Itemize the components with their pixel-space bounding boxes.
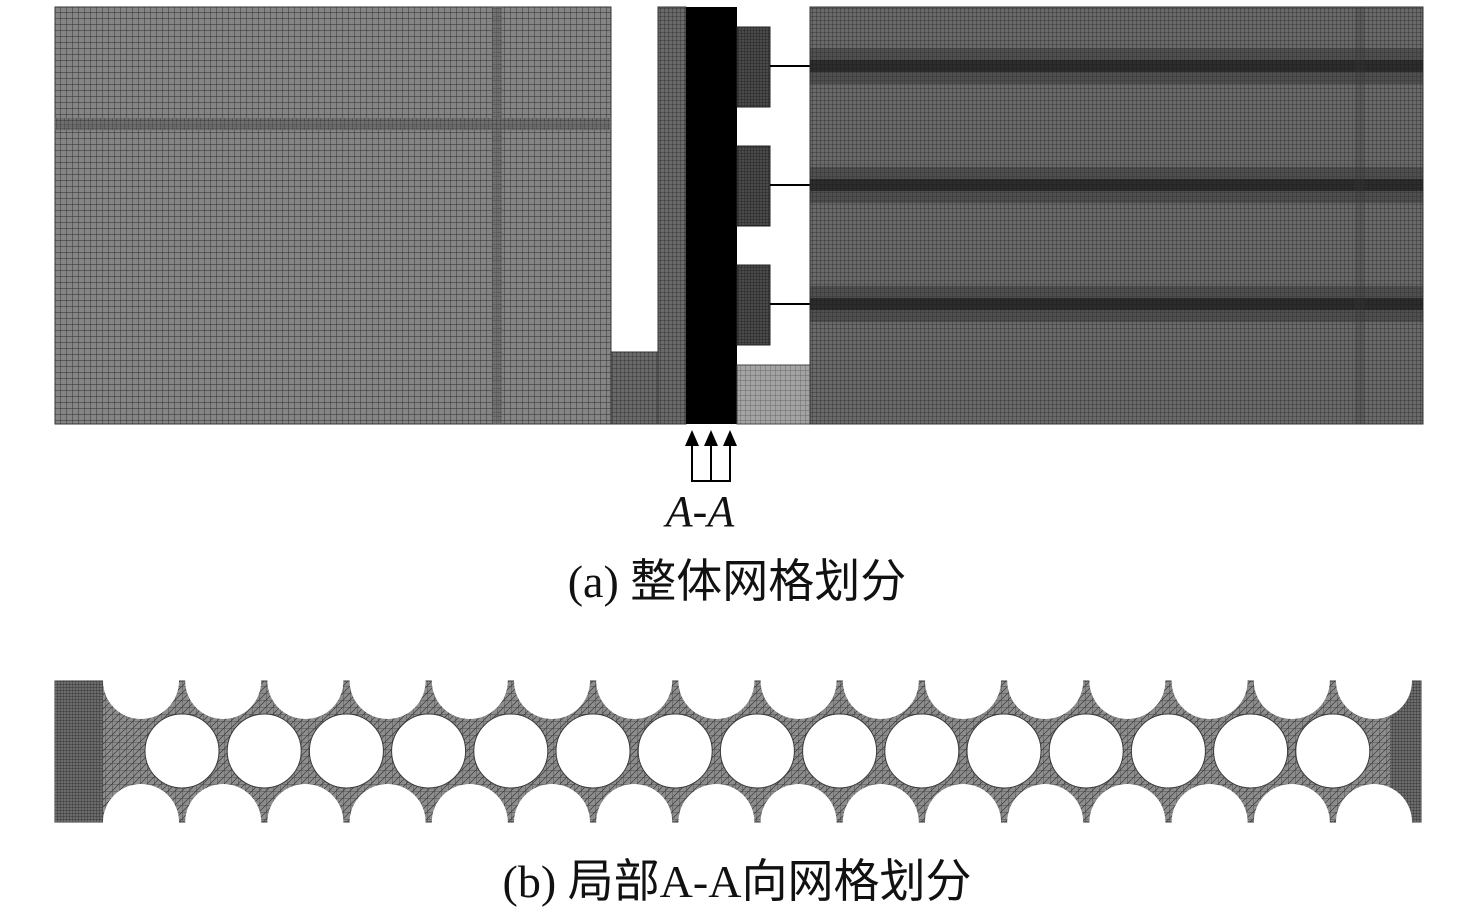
solid-core xyxy=(686,7,737,424)
fin-block-1 xyxy=(736,26,771,108)
tube-hole xyxy=(1213,713,1289,789)
right-fluid-mesh xyxy=(809,6,1424,425)
up-arrow-icon xyxy=(685,430,699,482)
tube-hole xyxy=(226,713,302,789)
left-fluid-mesh xyxy=(54,6,612,425)
tube-hole xyxy=(1295,713,1371,789)
fin-block-2 xyxy=(736,145,771,227)
tube-hole xyxy=(802,713,878,789)
tube-hole xyxy=(966,713,1042,789)
up-arrow-icon xyxy=(723,430,737,482)
tube-hole xyxy=(637,713,713,789)
overall-mesh-panel xyxy=(54,6,1424,425)
caption-b: (b) 局部A-A向网格划分 xyxy=(503,856,972,907)
lower-unstructured-mesh xyxy=(736,364,811,425)
tube-hole xyxy=(555,713,631,789)
section-label: A-A xyxy=(663,487,736,536)
tube-hole xyxy=(144,713,220,789)
tube-hole xyxy=(1130,713,1206,789)
tube-hole xyxy=(391,713,467,789)
tube-hole xyxy=(884,713,960,789)
tube-holes xyxy=(0,630,1476,863)
section-arrows xyxy=(685,430,737,482)
tube-hole xyxy=(473,713,549,789)
section-mesh-left-end xyxy=(55,681,103,822)
tube-hole xyxy=(1048,713,1124,789)
caption-a: (a) 整体网格划分 xyxy=(568,556,907,607)
tube-hole xyxy=(308,713,384,789)
up-arrow-icon xyxy=(704,430,718,482)
tube-hole xyxy=(719,713,795,789)
fin-block-3 xyxy=(736,264,771,346)
wall-strip-mesh xyxy=(657,6,687,425)
section-mesh-panel xyxy=(0,630,1476,863)
lower-step-mesh xyxy=(610,351,659,425)
